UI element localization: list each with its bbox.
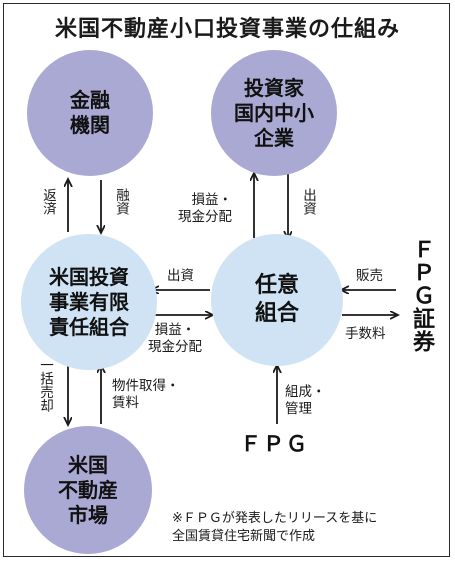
diagram-title: 米国不動産小口投資事業の仕組み [54,17,400,42]
label-form-manage: 組成・ 管理 [285,384,326,417]
node-union-label: 任意 組合 [254,273,299,326]
label-repay: 返済 [40,188,56,215]
node-investors: 投資家 国内中小 企業 [211,50,337,176]
node-business-label: 米国投資 事業有限 責任組合 [49,264,129,339]
label-invest-top: 出資 [300,188,316,215]
entity-fpg: ＦＰＧ [240,432,309,456]
node-finance-label: 金融 機関 [70,88,110,137]
label-acquire-rent: 物件取得・ 賃料 [112,378,180,411]
node-investors-label: 投資家 国内中小 企業 [234,75,314,150]
node-finance-institution: 金融 機関 [27,50,153,176]
label-profit-dist-top: 損益・ 現金分配 [178,192,232,225]
node-voluntary-union: 任意 組合 [211,234,343,366]
label-bulk-sale: 一括売却 [37,358,53,412]
label-sales: 販売 [356,268,383,284]
label-invest-mid: 出資 [167,268,194,284]
label-fee: 手数料 [345,326,386,342]
source-note: ※ＦＰＧが発表したリリースを基に 全国賃貸住宅新聞で作成 [172,511,378,544]
label-loan: 融資 [113,188,129,215]
entity-fpg-securities: ＦＰＧ証券 [409,238,434,353]
node-market-label: 米国 不動産 市場 [58,452,118,527]
label-profit-dist-mid: 損益・ 現金分配 [148,322,202,355]
node-us-investment-union: 米国投資 事業有限 責任組合 [21,234,157,370]
node-us-real-estate-market: 米国 不動産 市場 [24,426,152,554]
